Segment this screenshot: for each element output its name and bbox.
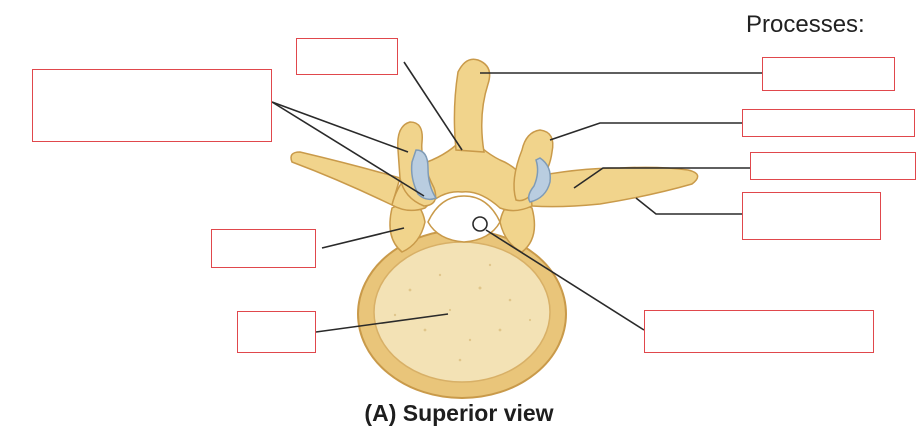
label-box-spinous[interactable] bbox=[762, 57, 895, 91]
leader-foramen bbox=[485, 229, 645, 331]
leader-left-large-2 bbox=[271, 101, 425, 197]
leader-left-large-1 bbox=[271, 101, 409, 153]
leader-right-3 bbox=[573, 167, 750, 189]
vertebral-body-inner bbox=[373, 241, 551, 383]
label-box-top-left[interactable] bbox=[296, 38, 398, 75]
label-box-left-lower[interactable] bbox=[237, 311, 316, 353]
label-box-left-large[interactable] bbox=[32, 69, 272, 142]
foramen-marker bbox=[472, 216, 488, 232]
leader-right-2 bbox=[549, 122, 742, 141]
left-transverse-process bbox=[290, 151, 401, 207]
vertebral-body-texture bbox=[393, 263, 532, 362]
leader-left-lower bbox=[315, 313, 449, 333]
label-box-left-middle[interactable] bbox=[211, 229, 316, 268]
leader-right-4 bbox=[635, 197, 742, 215]
leader-left-middle bbox=[321, 227, 405, 249]
label-box-foramen[interactable] bbox=[644, 310, 874, 353]
spinous-process bbox=[453, 58, 491, 153]
right-transverse-process bbox=[527, 166, 699, 208]
left-articular-facet bbox=[410, 149, 438, 201]
processes-heading: Processes: bbox=[746, 11, 865, 38]
right-articular-facet bbox=[527, 157, 552, 203]
leader-top-left bbox=[403, 61, 463, 151]
label-box-right-4[interactable] bbox=[742, 192, 881, 240]
leader-lines bbox=[271, 61, 764, 333]
figure-caption: (A) Superior view bbox=[364, 400, 554, 426]
label-box-right-2[interactable] bbox=[742, 109, 915, 137]
label-box-right-3[interactable] bbox=[750, 152, 916, 180]
